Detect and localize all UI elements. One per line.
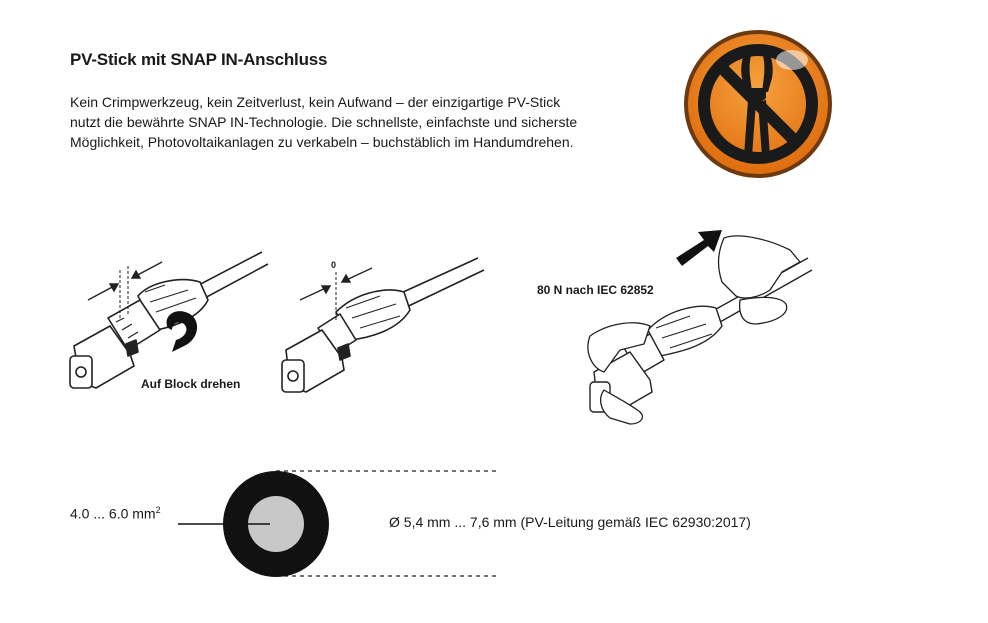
diameter-label: Ø 5,4 mm ... 7,6 mm (PV-Leitung gemäß IE… (389, 514, 751, 530)
rotate-caption: Auf Block drehen (141, 377, 241, 391)
page-title: PV-Stick mit SNAP IN-Anschluss (70, 50, 328, 69)
cross-section-label: 4.0 ... 6.0 mm2 (70, 505, 161, 522)
intro-line: Möglichkeit, Photovoltaikanlagen zu verk… (70, 134, 574, 150)
intro-line: nutzt die bewährte SNAP IN-Technologie. … (70, 114, 578, 130)
hands-illustration (587, 235, 801, 425)
intro-line: Kein Crimpwerkzeug, kein Zeitverlust, ke… (70, 94, 561, 110)
cable-cross-section (178, 470, 498, 577)
gap-arrows-step-2 (299, 267, 373, 322)
pull-force-caption: 80 N nach IEC 62852 (537, 283, 654, 297)
no-crimp-tool-icon (684, 30, 832, 178)
pull-arrow-icon (676, 230, 722, 266)
cross-section-value: 4.0 ... 6.0 mm (70, 505, 156, 522)
gap-zero-label: 0 (331, 260, 337, 270)
gap-arrows-step-1 (87, 261, 163, 320)
rotate-arrow-icon (166, 311, 198, 352)
cross-section-exponent: 2 (155, 505, 161, 515)
intro-text: Kein Crimpwerkzeug, kein Zeitverlust, ke… (70, 92, 650, 152)
connector-step-2 (281, 257, 485, 393)
connector-step-1 (69, 251, 269, 389)
